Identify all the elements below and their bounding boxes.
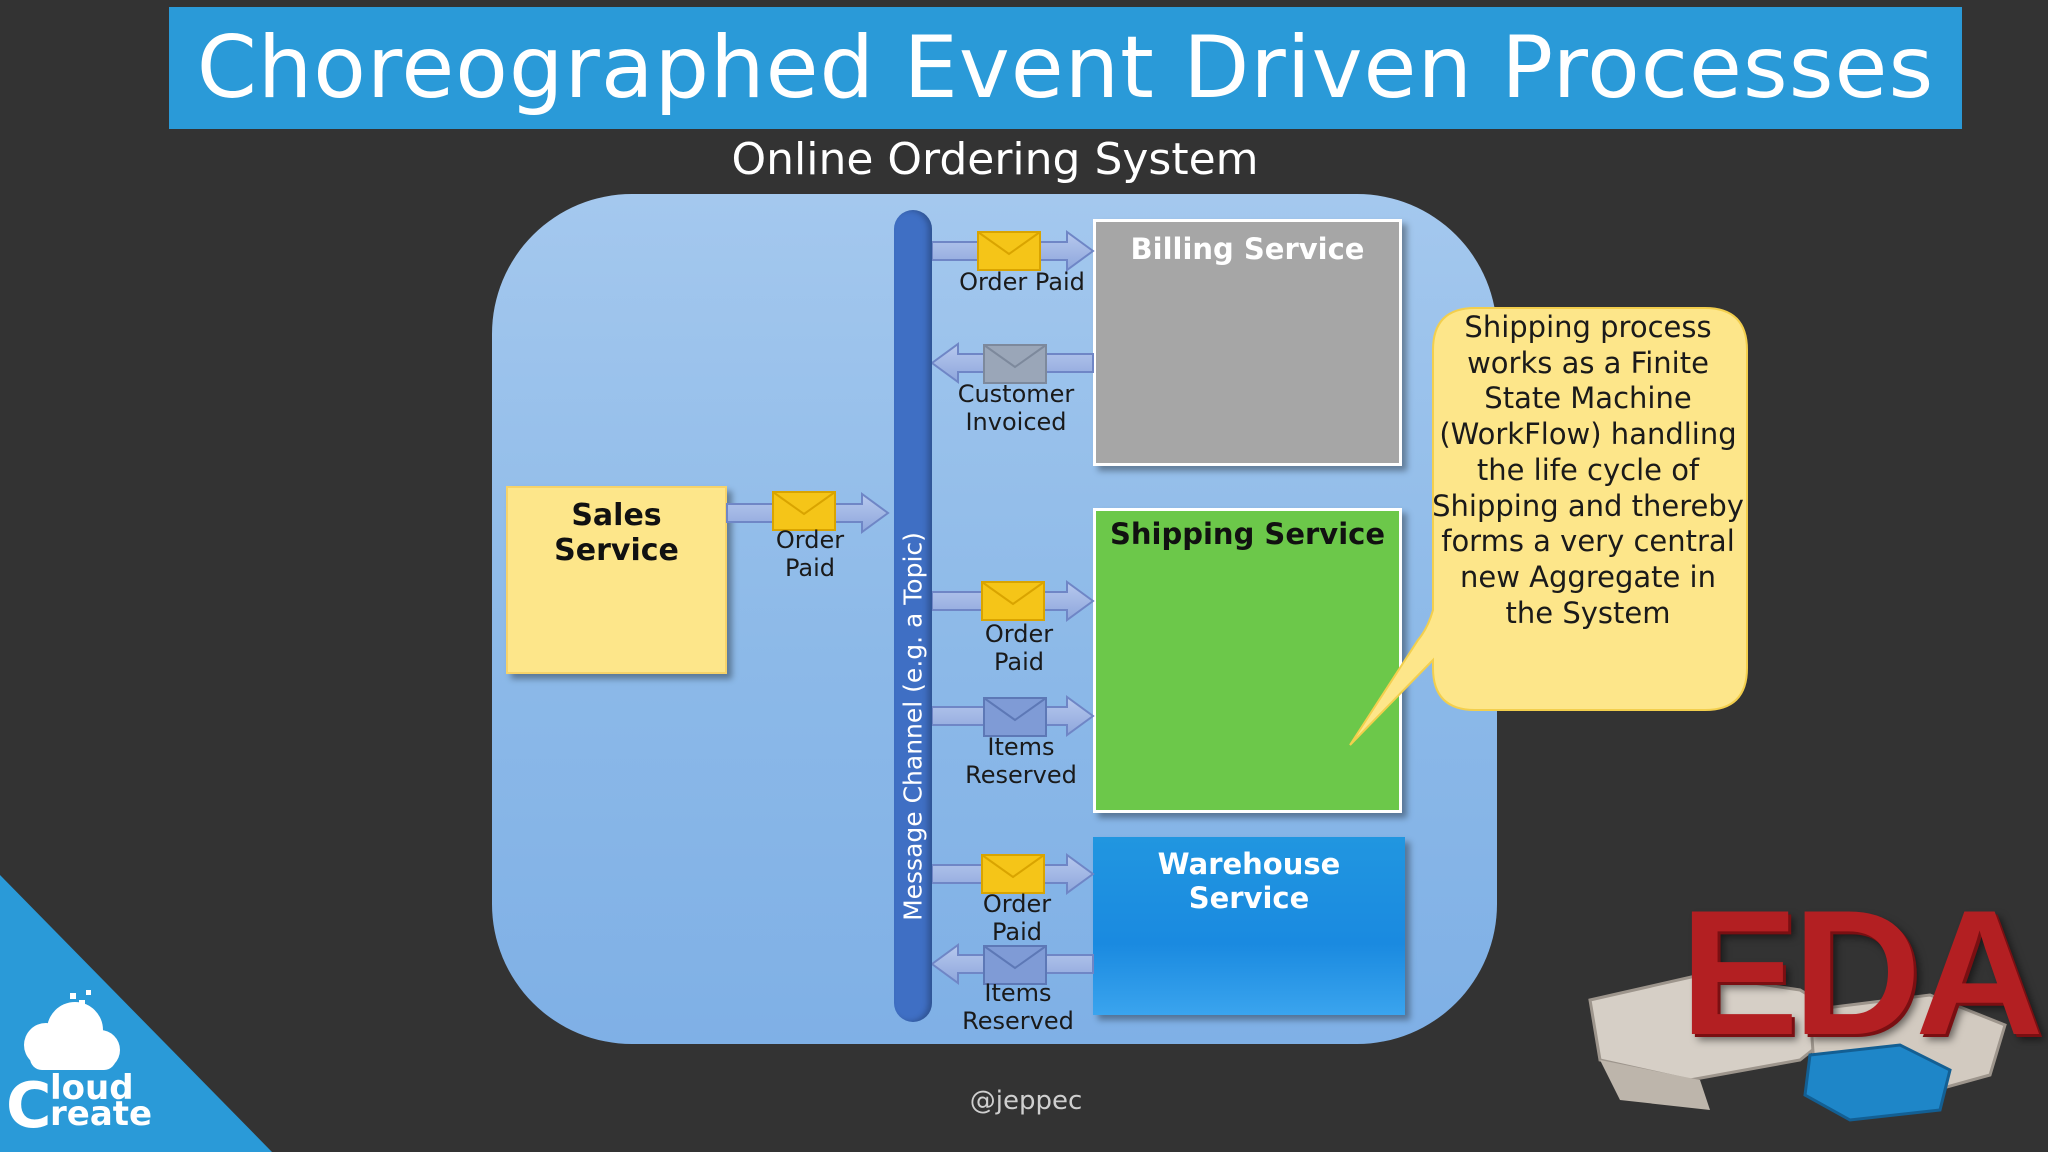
twitter-handle: @jeppec xyxy=(969,1086,1083,1116)
label-line: Order xyxy=(982,890,1052,918)
message-channel-label: Message Channel (e.g. a Topic) xyxy=(898,532,928,921)
warehouse-service-title: Warehouse Service xyxy=(1157,847,1341,915)
envelope-icon xyxy=(983,344,1047,384)
envelope-icon xyxy=(981,854,1045,894)
label-line: Order xyxy=(775,526,845,554)
billing-in-label: Order Paid xyxy=(959,268,1085,296)
cloud-create-c-mark: C xyxy=(6,1069,52,1142)
label-line: Order xyxy=(984,620,1054,648)
envelope-icon xyxy=(983,697,1047,737)
title-bar xyxy=(169,7,1962,129)
logo-line: loud xyxy=(50,1068,134,1108)
shipping-in-1-label: Order Paid xyxy=(969,620,1069,676)
warehouse-in-label: Order Paid xyxy=(967,890,1067,946)
slide-subtitle: Online Ordering System xyxy=(731,134,1259,185)
billing-out-label: Customer Invoiced xyxy=(945,380,1087,436)
billing-service-box: Billing Service xyxy=(1093,219,1402,466)
label-line: Reserved xyxy=(965,761,1077,789)
warehouse-service-box: Warehouse Service xyxy=(1093,837,1405,1015)
shipping-in-2-label: Items Reserved xyxy=(955,733,1087,789)
sales-service-title: Sales Service xyxy=(554,498,679,568)
eda-logo-graphic xyxy=(1588,973,2007,1122)
billing-service-title: Billing Service xyxy=(1130,232,1365,266)
label-line: Items xyxy=(984,979,1052,1007)
label-line: Customer xyxy=(957,380,1075,408)
envelope-icon xyxy=(981,581,1045,621)
cloud-create-logo-text: loud reate xyxy=(8,1068,153,1134)
envelope-icon xyxy=(983,945,1047,985)
callout-bubble xyxy=(1349,307,1748,746)
shipping-service-box: Shipping Service xyxy=(1093,508,1402,813)
eda-logo: EDA xyxy=(1680,873,2044,1072)
sales-out-label: Order Paid xyxy=(760,526,860,582)
cloud-icon xyxy=(24,990,120,1070)
shipping-service-title: Shipping Service xyxy=(1110,517,1385,551)
label-line: Reserved xyxy=(962,1007,1074,1035)
callout-text: Shipping process works as a Finite State… xyxy=(1432,310,1744,630)
message-channel xyxy=(894,210,932,1022)
warehouse-out-label: Items Reserved xyxy=(952,979,1084,1035)
envelope-icon xyxy=(772,491,836,531)
label-line: Invoiced xyxy=(965,408,1067,436)
label-line: Paid xyxy=(784,554,835,582)
label-line: Items xyxy=(987,733,1055,761)
label-line: Paid xyxy=(991,918,1042,946)
sales-service-box: Sales Service xyxy=(506,486,727,674)
slide-title: Choreographed Event Driven Processes xyxy=(196,18,1935,118)
cloud-create-logo-bg xyxy=(0,875,272,1152)
logo-line: reate xyxy=(50,1094,153,1134)
envelope-icon xyxy=(977,231,1041,271)
label-line: Paid xyxy=(993,648,1044,676)
